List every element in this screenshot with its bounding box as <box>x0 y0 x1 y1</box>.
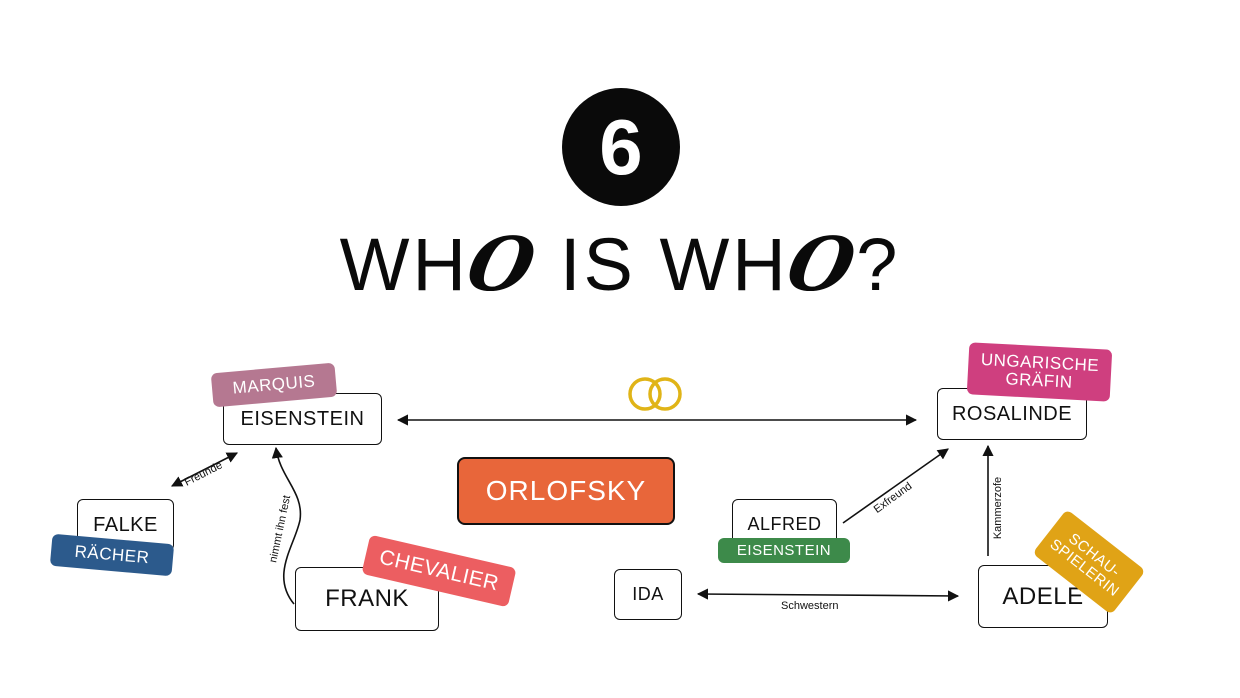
edge-alfred-rosalinde <box>842 448 949 524</box>
label-schwestern: Schwestern <box>781 600 839 612</box>
node-rosalinde[interactable]: ROSALINDE <box>937 388 1087 440</box>
node-adele-label: ADELE <box>1002 582 1084 610</box>
wedding-rings-icon <box>628 377 682 411</box>
edge-ida-adele <box>696 588 960 602</box>
node-orlofsky-label: ORLOFSKY <box>485 475 647 506</box>
node-rosalinde-label: ROSALINDE <box>951 402 1073 425</box>
node-ida-label: IDA <box>632 584 664 604</box>
tag-alfred-eisenstein: EISENSTEIN <box>718 538 850 563</box>
label-kammerzofe: Kammerzofe <box>992 476 1005 540</box>
title-part-3: IS WH <box>536 223 789 306</box>
chapter-number: 6 <box>599 103 643 191</box>
node-ida[interactable]: IDA <box>614 569 682 620</box>
title-part-5: ? <box>856 223 901 306</box>
title-part-1: WH <box>339 223 469 306</box>
node-orlofsky[interactable]: ORLOFSKY <box>457 457 675 525</box>
node-falke-label: FALKE <box>93 513 158 536</box>
chapter-number-badge: 6 <box>562 88 680 206</box>
node-alfred-label: ALFRED <box>747 513 822 534</box>
tag-ungarische-graefin: UNGARISCHE GRÄFIN <box>966 342 1113 402</box>
edge-falke-eisenstein <box>171 452 238 487</box>
edge-frank-eisenstein <box>271 446 302 605</box>
node-eisenstein[interactable]: EISENSTEIN <box>223 393 382 445</box>
node-frank-label: FRANK <box>325 585 409 612</box>
page-title: WHO IS WHO? <box>0 222 1240 308</box>
node-eisenstein-label: EISENSTEIN <box>240 407 365 430</box>
